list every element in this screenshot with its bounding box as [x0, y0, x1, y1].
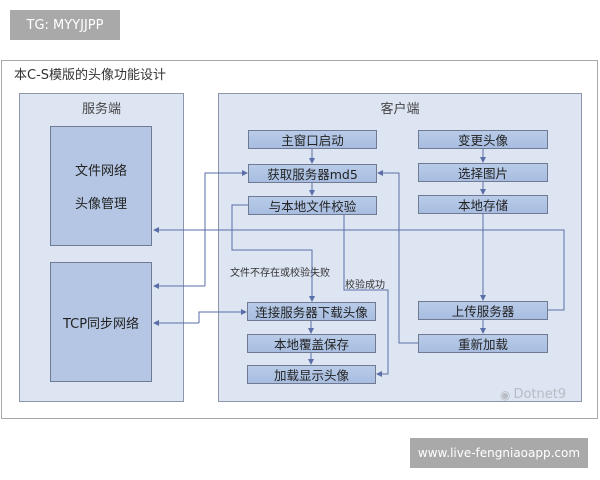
label-verify-success: 校验成功	[345, 280, 385, 291]
file-box-line1: 文件网络	[74, 164, 127, 179]
arrow-tcp-download	[198, 309, 247, 323]
watermark-text: Dotnet9	[513, 387, 567, 402]
step-display-avatar: 加载显示头像	[247, 365, 376, 384]
server-title: 服务端	[81, 102, 121, 117]
arrow-verify-success	[343, 215, 389, 377]
label-verify-fail: 文件不存在或校验失败	[230, 268, 330, 279]
step-upload-server: 上传服务器	[418, 301, 548, 320]
step-change-avatar: 变更头像	[418, 130, 548, 149]
diagram-title: 本C-S模版的头像功能设计	[14, 68, 167, 83]
watermark: ◉ Dotnet9	[500, 387, 566, 402]
file-box-line2: 头像管理	[74, 197, 127, 212]
url-badge: www.live-fengniaoapp.com	[410, 438, 588, 468]
step-save-local: 本地覆盖保存	[247, 334, 376, 353]
step-select-image: 选择图片	[418, 163, 548, 182]
step-get-md5: 获取服务器md5	[248, 164, 377, 183]
arrow-reload-to-md5	[377, 170, 418, 344]
client-title: 客户端	[380, 102, 420, 117]
step-verify-local: 与本地文件校验	[248, 196, 377, 215]
step-reload: 重新加载	[418, 334, 548, 353]
tg-badge: TG: MYYJJPP	[10, 10, 120, 40]
file-network-box: 文件网络 头像管理	[50, 126, 152, 246]
wechat-icon: ◉	[500, 387, 511, 402]
arrow-tcp-md5	[204, 170, 248, 286]
arrow-upload-to-file-server	[153, 227, 565, 311]
step-store-local: 本地存储	[418, 195, 548, 214]
step-download-avatar: 连接服务器下载头像	[247, 302, 376, 321]
step-main-window-start: 主窗口启动	[248, 130, 377, 149]
tcp-sync-box: TCP同步网络	[50, 262, 152, 382]
arrow-verify-fail	[231, 204, 315, 302]
